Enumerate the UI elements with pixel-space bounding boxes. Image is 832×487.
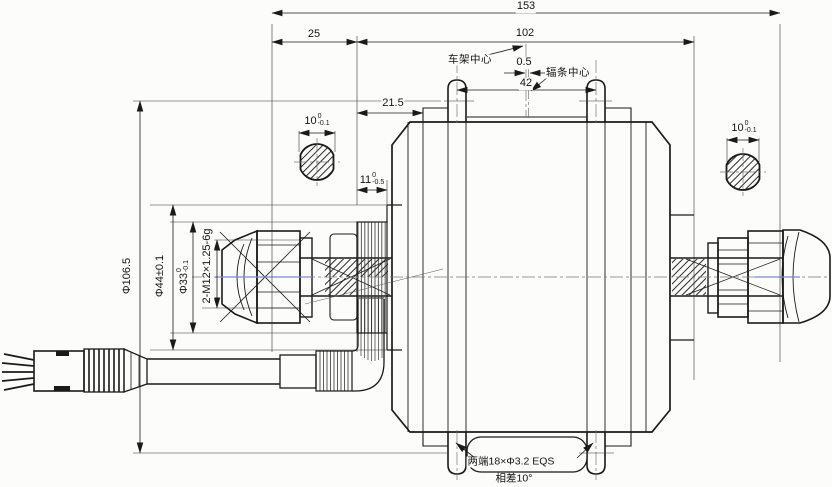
thread-spec-label: 2-M12×1.25-6g bbox=[201, 227, 214, 305]
extension-lines bbox=[133, 24, 781, 454]
tolerance-upper: 0 bbox=[176, 268, 183, 273]
tolerance-upper: 0 bbox=[317, 113, 322, 120]
dim-flange-spacing: 42 bbox=[518, 77, 534, 90]
tolerance-upper: 0 bbox=[744, 120, 749, 127]
dim-boss-dia: Φ44±0.1 bbox=[154, 253, 167, 299]
tolerance-lower: -0.1 bbox=[744, 127, 757, 134]
spoke-center-label: 辐条中心 bbox=[545, 66, 591, 79]
dim-left-end-to-dropout: 25 bbox=[306, 28, 322, 41]
tolerance-upper: 0 bbox=[372, 172, 377, 179]
tolerance-lower: -0.1 bbox=[317, 120, 330, 127]
leader-lines bbox=[455, 45, 594, 459]
dim-flange-hole-circle-dia: Φ106.5 bbox=[121, 256, 134, 296]
spoke-holes-spec-line2: 相差10° bbox=[494, 472, 534, 485]
connector-pins bbox=[1, 353, 35, 391]
cable-assembly bbox=[1, 297, 385, 393]
dim-value: Φ33 bbox=[177, 273, 190, 295]
dim-dropout-spacing: 102 bbox=[514, 27, 536, 40]
dim-dropout-to-step: 21.5 bbox=[381, 97, 405, 110]
tolerance-lower: -0.5 bbox=[372, 179, 385, 186]
left-axle-assembly bbox=[219, 204, 444, 351]
tolerance-lower: -0.1 bbox=[183, 259, 190, 273]
dim-value: 10 bbox=[304, 114, 317, 127]
dimension-lines bbox=[136, 9, 781, 454]
frame-center-label: 车架中心 bbox=[447, 53, 493, 66]
dim-value: 11 bbox=[359, 173, 372, 186]
dim-center-offset: 0.5 bbox=[515, 56, 533, 69]
spoke-holes-spec-line1: 两端18×Φ3.2 EQS bbox=[466, 455, 556, 468]
dim-overall-length: 153 bbox=[515, 0, 537, 13]
dim-value: 10 bbox=[731, 121, 744, 134]
